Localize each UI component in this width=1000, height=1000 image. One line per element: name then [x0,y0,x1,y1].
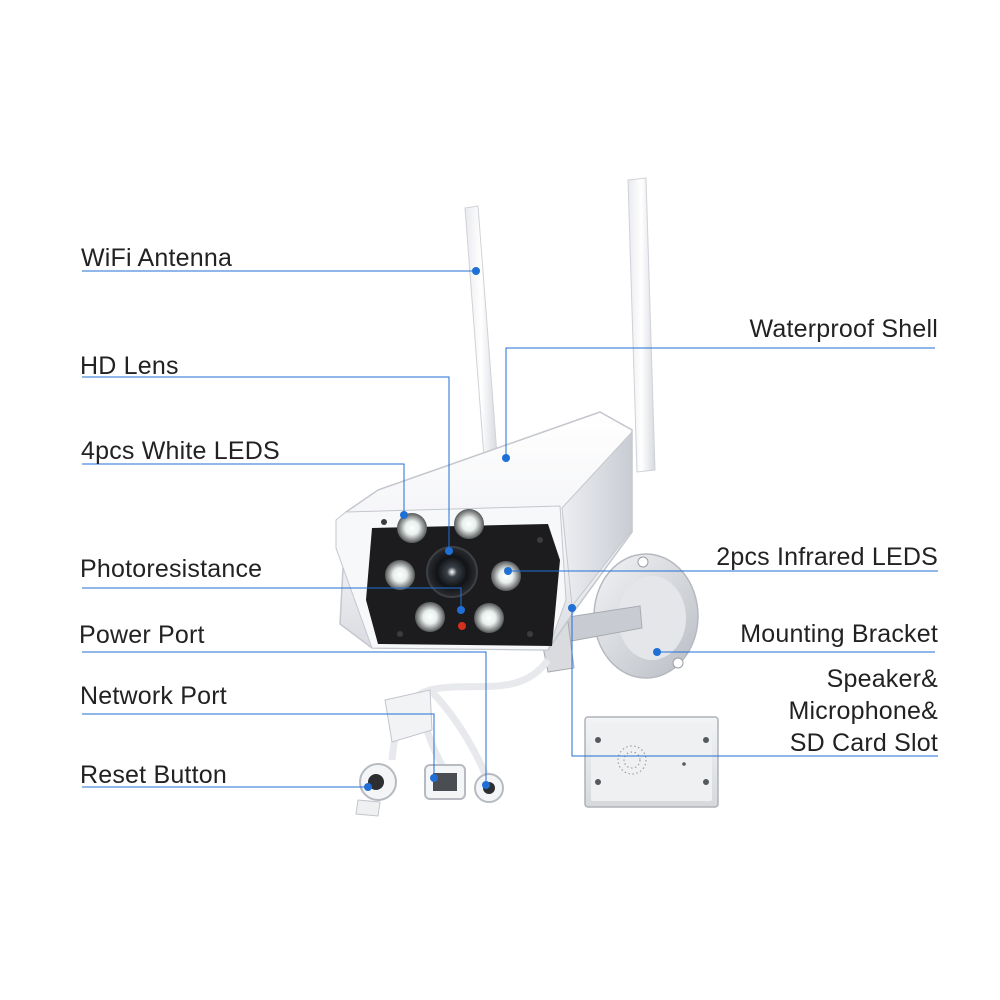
label-wifi-antenna: WiFi Antenna [81,244,233,272]
label-speaker-line1: Speaker& [826,665,938,693]
label-white-leds: 4pcs White LEDS [81,437,280,465]
wifi-antenna-right [627,177,656,473]
leader-dots [364,267,661,791]
label-speaker-line3: SD Card Slot [789,729,938,757]
label-hd-lens: HD Lens [80,352,179,380]
leader-lines [82,270,938,788]
front-panel [381,509,543,637]
label-photoresistance: Photoresistance [80,555,263,583]
label-speaker-microphone-sd: Speaker& Microphone& SD Card Slot [788,663,938,759]
label-infrared-leds: 2pcs Infrared LEDS [716,543,938,571]
label-reset-button: Reset Button [80,761,227,789]
label-network-port: Network Port [80,682,227,710]
cables [355,657,551,817]
wifi-antenna-left [464,205,498,458]
label-power-port: Power Port [79,621,205,649]
label-mounting-bracket: Mounting Bracket [740,620,938,648]
label-speaker-line2: Microphone& [788,697,938,725]
label-waterproof-shell: Waterproof Shell [749,315,938,343]
speaker-panel [584,716,719,808]
